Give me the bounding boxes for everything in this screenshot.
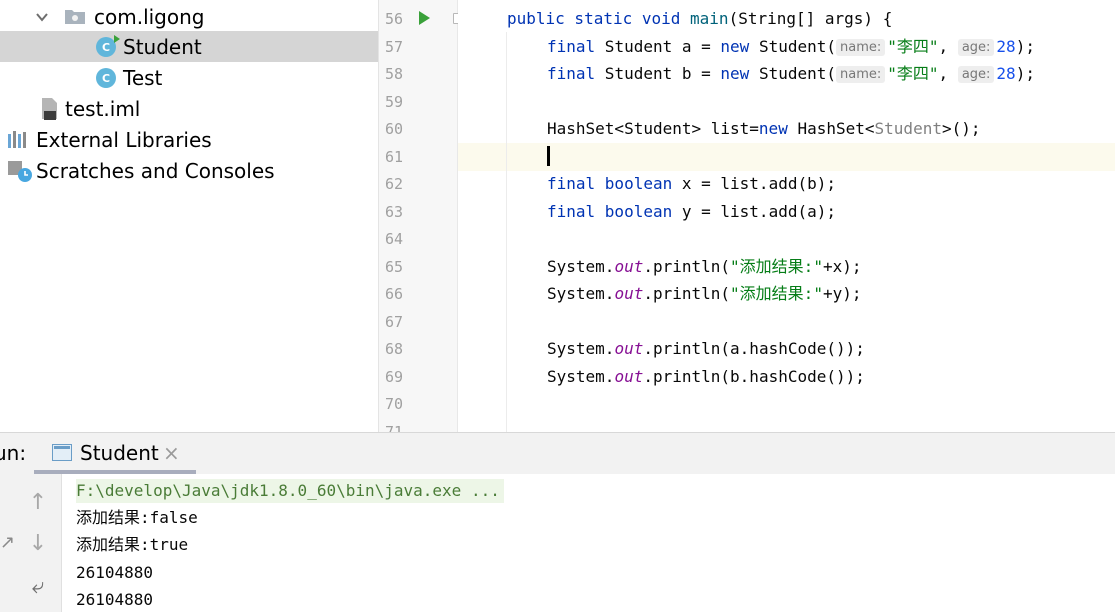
- down-arrow-icon[interactable]: ↓: [28, 530, 48, 556]
- console-line: 26104880: [76, 590, 154, 609]
- tree-item-label: Student: [123, 34, 202, 59]
- code-line-57: final Student a = new Student(name:"李四",…: [547, 37, 1035, 56]
- console-line: 26104880: [76, 563, 154, 582]
- package-folder-icon: [65, 10, 85, 24]
- tree-item-label: External Libraries: [36, 127, 212, 152]
- editor-gutter: 56 57 58 59 60 61 62 63 64 65 66 67 68 6…: [378, 0, 464, 441]
- tree-item-scratches[interactable]: Scratches and Consoles: [0, 155, 378, 186]
- line-number: 58: [385, 65, 404, 83]
- tree-item-external-libraries[interactable]: External Libraries: [0, 124, 378, 155]
- up-arrow-icon[interactable]: ↑: [28, 489, 48, 515]
- console-line: 添加结果:false: [76, 508, 198, 527]
- tree-item-label: test.iml: [65, 96, 141, 121]
- line-number: 64: [385, 230, 404, 248]
- soft-wrap-icon[interactable]: ⤶: [31, 573, 45, 599]
- code-line-69: System.out.println(b.hashCode());: [547, 367, 865, 386]
- run-toolbar: ↗ ↑ ↓ ⤶: [0, 474, 62, 612]
- param-hint: name:: [836, 66, 886, 83]
- tree-item-com-ligong[interactable]: com.ligong: [0, 1, 378, 32]
- run-main-icon[interactable]: [419, 11, 430, 25]
- line-number: 62: [385, 175, 404, 193]
- tree-item-label: com.ligong: [94, 4, 205, 29]
- param-hint: age:: [957, 66, 995, 83]
- line-number: 66: [385, 285, 404, 303]
- chevron-down-icon[interactable]: [36, 11, 48, 23]
- run-tool-window-header: un: Student ×: [0, 432, 1115, 474]
- code-line-68: System.out.println(a.hashCode());: [547, 339, 865, 358]
- line-number: 69: [385, 368, 404, 386]
- tree-item-test[interactable]: C Test: [0, 62, 378, 93]
- tree-item-student[interactable]: C Student: [0, 31, 378, 62]
- line-number: 61: [385, 148, 404, 166]
- tree-item-label: Scratches and Consoles: [36, 158, 275, 183]
- line-number: 56: [385, 10, 404, 28]
- line-number: 65: [385, 258, 404, 276]
- indent-guide: [506, 32, 507, 432]
- run-panel-label: un:: [0, 441, 27, 465]
- param-hint: name:: [836, 39, 886, 56]
- console-command-line: F:\develop\Java\jdk1.8.0_60\bin\java.exe…: [76, 479, 504, 503]
- iml-file-icon: [42, 98, 57, 120]
- code-line-56: public static void main(String[] args) {: [507, 9, 893, 28]
- line-number: 59: [385, 93, 404, 111]
- console-line: 添加结果:true: [76, 535, 189, 554]
- param-hint: age:: [957, 39, 995, 56]
- run-tab-student[interactable]: Student ×: [34, 433, 196, 475]
- code-editor[interactable]: public static void main(String[] args) {…: [458, 0, 1115, 432]
- project-tree: com.ligong C Student C Test test.iml Ext…: [0, 0, 378, 432]
- line-number: 57: [385, 38, 404, 56]
- code-line-65: System.out.println("添加结果:"+x);: [547, 257, 862, 276]
- partial-toolbar-icon[interactable]: ↗: [0, 532, 16, 553]
- code-line-58: final Student b = new Student(name:"李四",…: [547, 64, 1035, 83]
- console-output[interactable]: F:\develop\Java\jdk1.8.0_60\bin\java.exe…: [62, 474, 1115, 612]
- code-line-66: System.out.println("添加结果:"+y);: [547, 284, 862, 303]
- close-icon[interactable]: ×: [163, 441, 180, 465]
- scratches-icon: [8, 161, 32, 182]
- tree-item-label: Test: [123, 65, 163, 90]
- line-number: 60: [385, 120, 404, 138]
- code-line-61: [547, 146, 550, 168]
- active-tab-indicator: [34, 470, 196, 474]
- line-number: 68: [385, 340, 404, 358]
- line-number: 63: [385, 203, 404, 221]
- console-icon: [52, 444, 72, 461]
- line-number: 67: [385, 313, 404, 331]
- code-line-63: final boolean y = list.add(a);: [547, 202, 836, 221]
- code-line-62: final boolean x = list.add(b);: [547, 174, 836, 193]
- java-class-icon: C: [96, 68, 116, 88]
- text-caret: [547, 146, 550, 166]
- java-class-runnable-icon: C: [96, 35, 120, 57]
- line-number: 70: [385, 395, 404, 413]
- tree-item-test-iml[interactable]: test.iml: [0, 93, 378, 124]
- caret-row-highlight: [458, 143, 1115, 171]
- run-tab-label: Student: [80, 441, 159, 465]
- code-line-60: HashSet<Student> list=new HashSet<Studen…: [547, 119, 981, 138]
- libraries-icon: [8, 131, 26, 148]
